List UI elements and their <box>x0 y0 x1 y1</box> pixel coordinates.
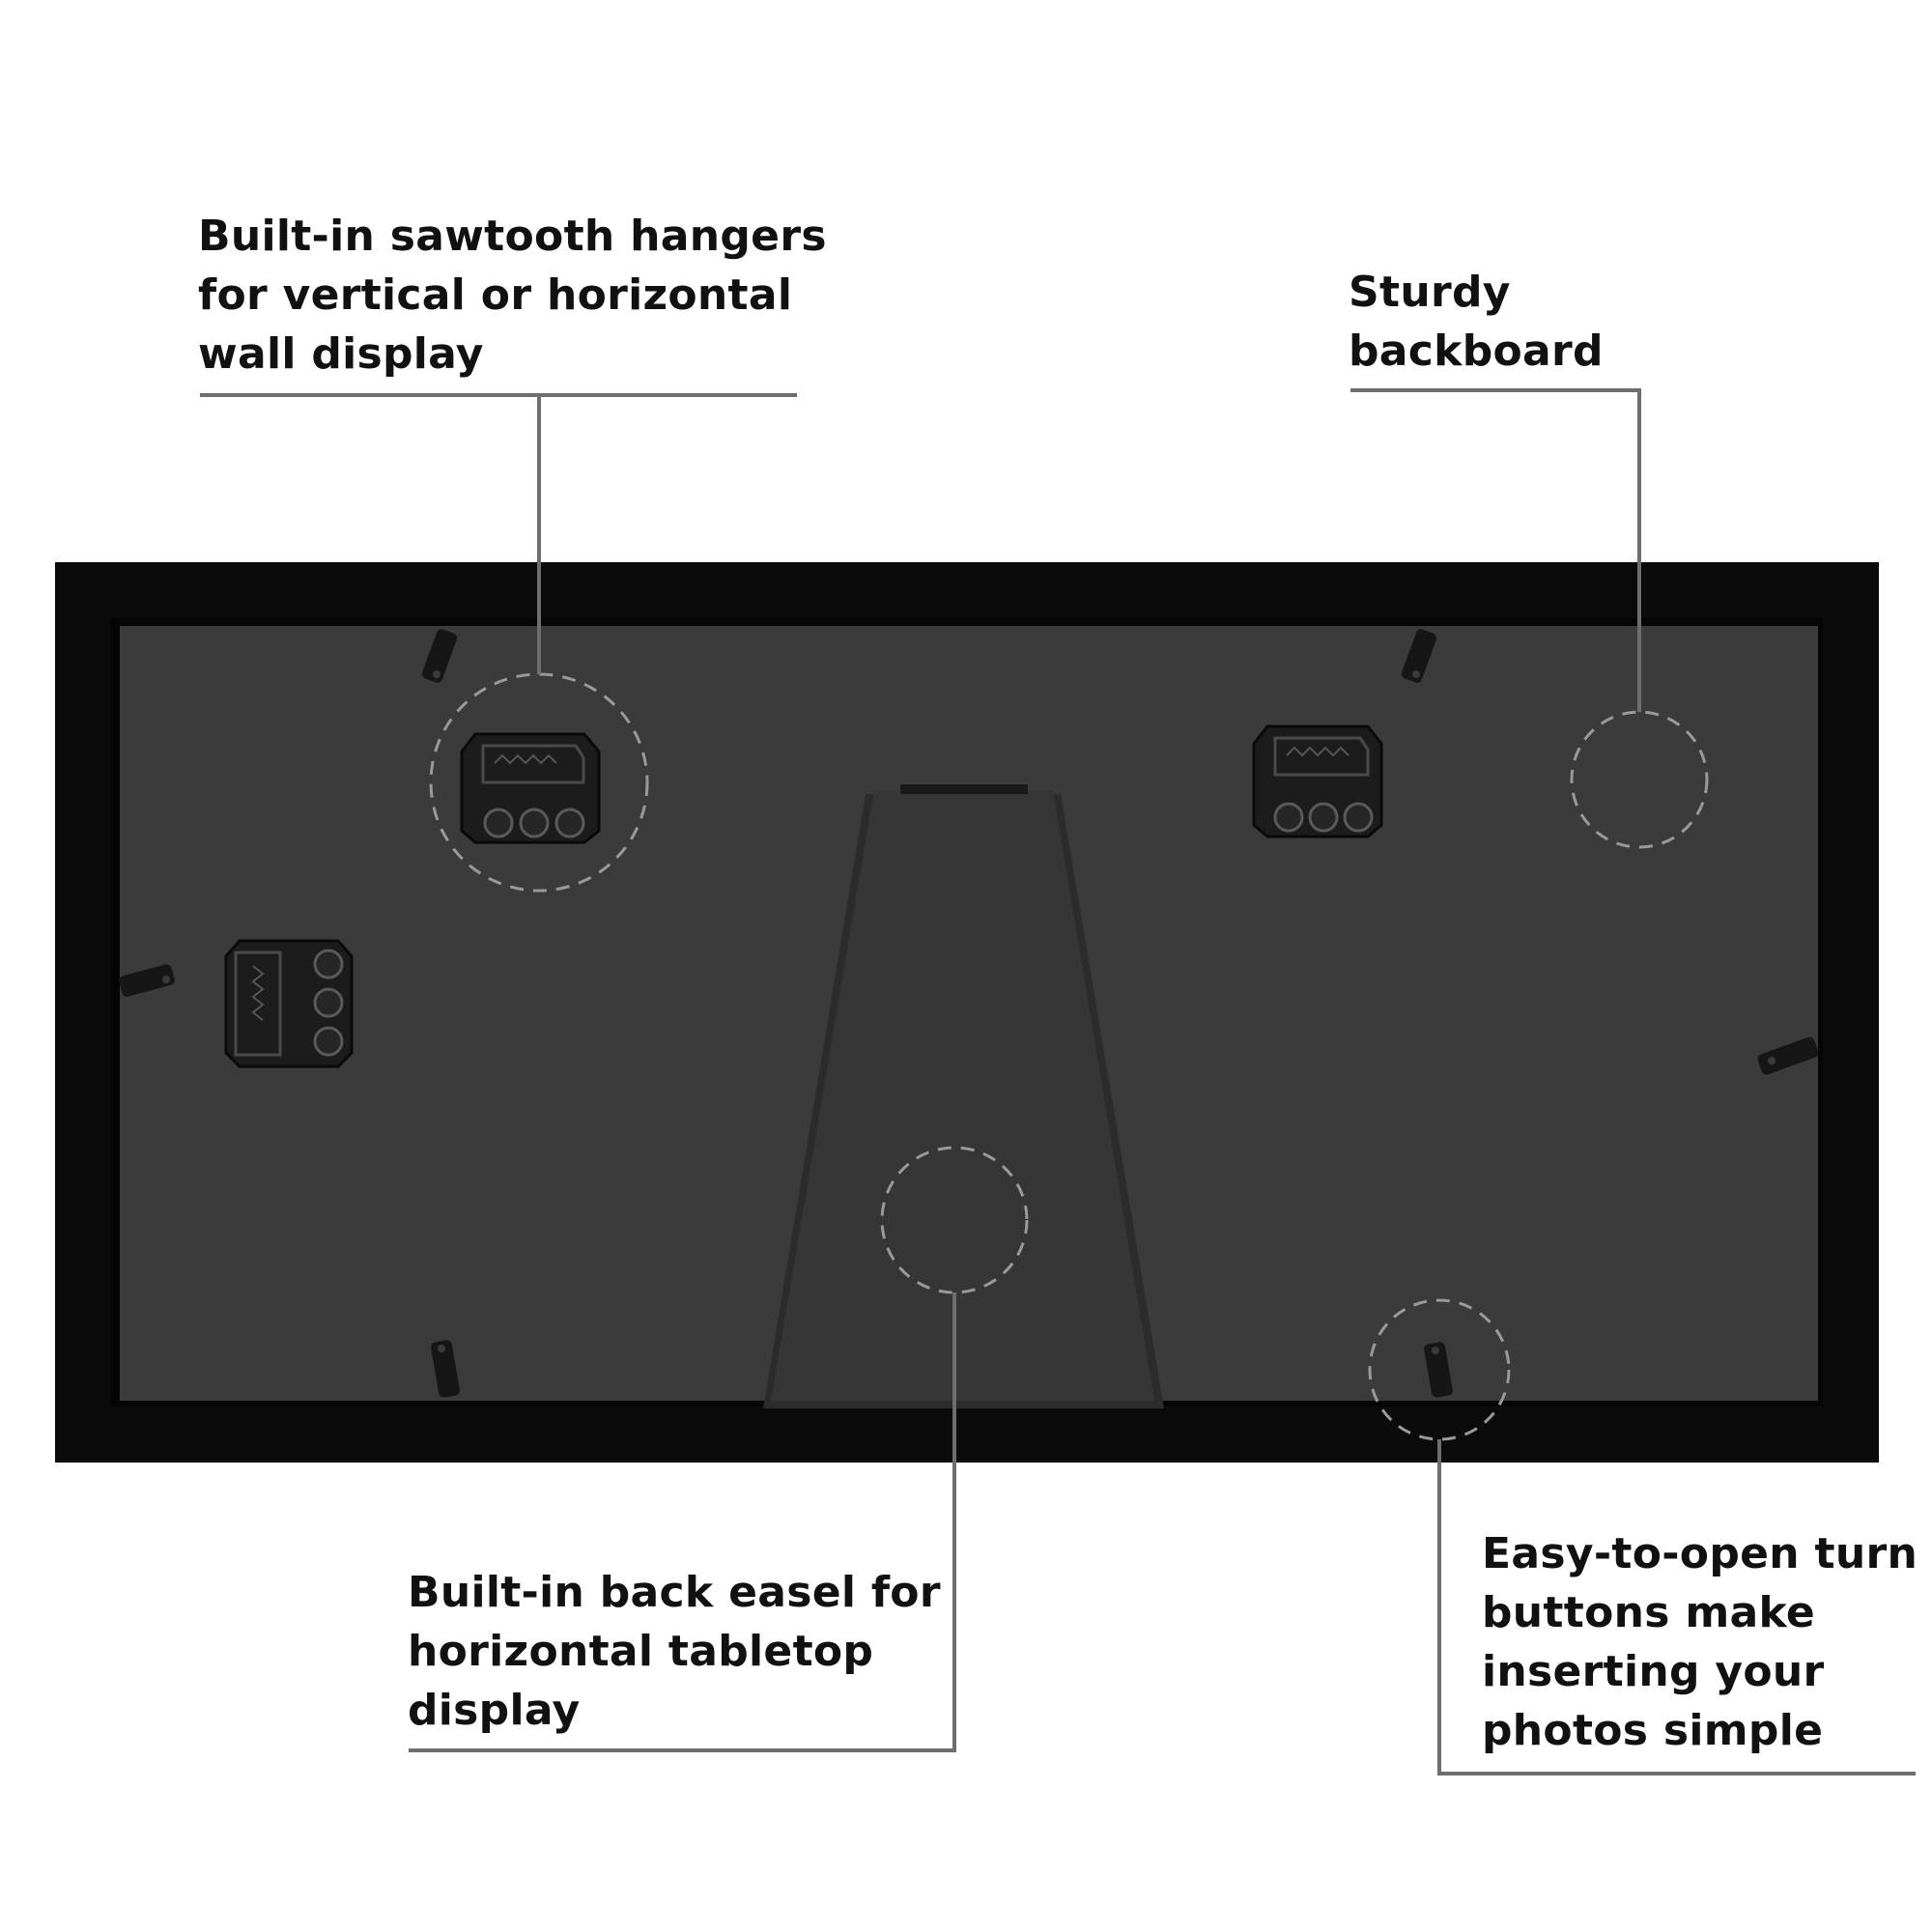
callout-back-easel: Built-in back easel for horizontal table… <box>408 1563 941 1740</box>
callout-line: for vertical or horizontal <box>198 270 793 320</box>
turn-button-icon <box>1401 629 1437 683</box>
turn-button-icon <box>1757 1037 1819 1075</box>
sawtooth-hanger-icon <box>460 732 601 844</box>
callout-line: inserting your <box>1482 1647 1825 1696</box>
easel-hinge <box>900 784 1028 794</box>
leader-line-easel <box>409 1293 956 1752</box>
callout-sawtooth-hangers: Built-in sawtooth hangers for vertical o… <box>198 207 827 384</box>
turn-button-icon <box>1424 1342 1453 1398</box>
callout-turn-buttons: Easy-to-open turn buttons make inserting… <box>1482 1524 1918 1760</box>
callout-line: photos simple <box>1482 1706 1824 1755</box>
callout-backboard: Sturdy backboard <box>1349 263 1604 381</box>
callout-line: Sturdy <box>1349 268 1511 317</box>
leader-line-sawtooth <box>200 393 797 674</box>
highlight-circle-sawtooth <box>429 672 649 893</box>
easel <box>771 790 1154 1401</box>
callout-line: backboard <box>1349 327 1604 376</box>
callout-line: display <box>408 1686 581 1735</box>
callout-line: Built-in back easel for <box>408 1568 941 1617</box>
turn-button-icon <box>430 1340 461 1398</box>
leader-line-backboard <box>1350 388 1641 712</box>
leader-line-turn-button <box>1437 1439 1916 1776</box>
highlight-circle-turn-button <box>1368 1298 1511 1441</box>
callout-line: wall display <box>198 329 484 379</box>
callout-line: buttons make <box>1482 1588 1816 1637</box>
highlight-circle-easel <box>880 1146 1029 1294</box>
sawtooth-hanger-icon <box>224 939 354 1068</box>
callout-line: Easy-to-open turn <box>1482 1529 1918 1578</box>
turn-button-icon <box>421 629 458 683</box>
highlight-circle-backboard <box>1570 710 1709 849</box>
callout-line: horizontal tabletop <box>408 1627 874 1676</box>
turn-button-icon <box>119 964 175 997</box>
callout-line: Built-in sawtooth hangers <box>198 212 827 261</box>
sawtooth-hanger-icon <box>1252 724 1383 838</box>
